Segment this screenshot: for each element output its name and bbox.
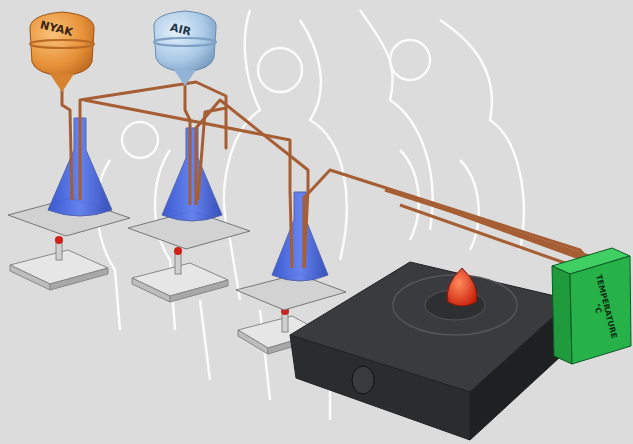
- temperature-meter: [552, 248, 631, 364]
- copper-tubes: [62, 72, 600, 270]
- blue-bottle: [154, 11, 216, 86]
- flasks: [48, 118, 328, 281]
- hot-plate: [290, 262, 572, 440]
- orange-bottle: [30, 12, 94, 92]
